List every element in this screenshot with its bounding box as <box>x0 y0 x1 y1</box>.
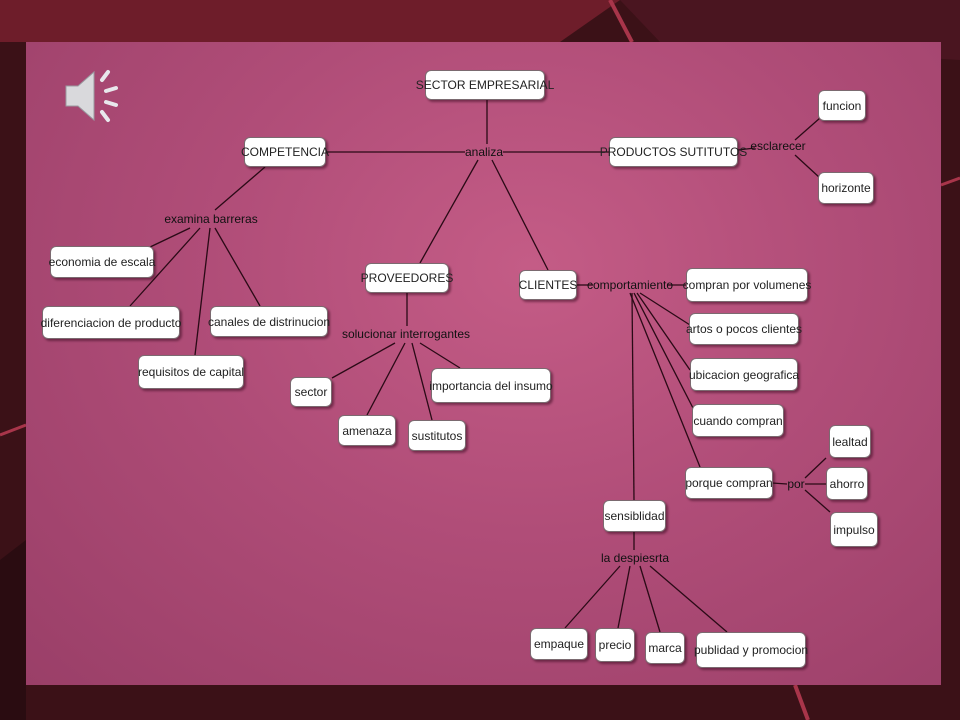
link-comportamiento: comportamiento <box>586 278 674 292</box>
node-economia-de-escala: economia de escala <box>49 246 155 278</box>
node-canales-de-distribucion: canales de distrinucion <box>208 306 330 337</box>
connector <box>639 292 691 326</box>
node-ubicacion-geografica: ubicacion geografica <box>689 358 799 391</box>
connector <box>636 292 691 371</box>
link-analiza: analiza <box>464 145 504 159</box>
connector <box>804 489 831 513</box>
node-publicidad-y-promocion: publidad y promocion <box>694 632 808 668</box>
node-productos-sustitutos: PRODUCTOS SUTITUTOS <box>600 137 747 167</box>
connector <box>411 342 433 421</box>
connector <box>633 292 694 409</box>
node-horizonte: horizonte <box>818 172 874 204</box>
node-ahorro: ahorro <box>826 467 868 500</box>
connector <box>631 292 635 501</box>
node-lealtad: lealtad <box>829 425 871 458</box>
node-clientes: CLIENTES <box>519 270 577 300</box>
node-sensiblidad: sensiblidad <box>603 500 666 532</box>
connector <box>194 227 211 356</box>
connector <box>564 565 621 629</box>
node-diferenciacion-de-producto: diferenciacion de producto <box>41 306 181 339</box>
connector <box>617 565 631 629</box>
connector <box>147 227 191 249</box>
node-sector-empresarial: SECTOR EMPRESARIAL <box>416 70 554 100</box>
connector <box>649 565 728 633</box>
node-importancia-del-insumo: importancia del insumo <box>429 368 553 403</box>
connector <box>794 154 821 179</box>
node-sector: sector <box>290 377 332 407</box>
node-sustitutos: sustitutos <box>408 420 466 451</box>
connector <box>129 227 201 307</box>
link-la-despierta: la despiesrta <box>600 551 670 565</box>
link-por: por <box>787 477 805 491</box>
speaker-icon[interactable] <box>60 64 130 128</box>
node-proveedores: PROVEEDORES <box>361 263 453 293</box>
node-funcion: funcion <box>818 90 866 121</box>
connector <box>491 159 549 271</box>
connector <box>214 227 261 307</box>
node-competencia: COMPETENCIA <box>241 137 329 167</box>
connector <box>639 565 661 633</box>
link-esclarecer: esclarecer <box>750 139 806 153</box>
node-amenaza: amenaza <box>338 415 396 446</box>
node-artos-o-pocos-clientes: artos o pocos clientes <box>686 313 802 345</box>
connector <box>804 457 827 479</box>
node-porque-compran: porque compran <box>685 467 773 499</box>
connector <box>771 482 788 485</box>
node-precio: precio <box>595 628 635 662</box>
connector <box>419 342 461 369</box>
node-empaque: empaque <box>530 628 588 660</box>
node-cuando-compran: cuando compran <box>692 404 784 437</box>
link-examina-barreras: examina barreras <box>164 212 258 226</box>
connector <box>419 159 479 264</box>
connector <box>331 342 396 379</box>
connector <box>737 147 756 151</box>
link-solucionar-interrogantes: solucionar interrogantes <box>341 327 471 341</box>
connector <box>366 342 406 416</box>
connector <box>214 166 266 211</box>
connector <box>794 117 821 141</box>
node-impulso: impulso <box>830 512 878 547</box>
node-compran-por-volumenes: compran por volumenes <box>683 268 811 302</box>
node-requisitos-de-capital: requisitos de capital <box>138 355 244 389</box>
node-marca: marca <box>645 632 685 664</box>
connector <box>629 292 701 468</box>
